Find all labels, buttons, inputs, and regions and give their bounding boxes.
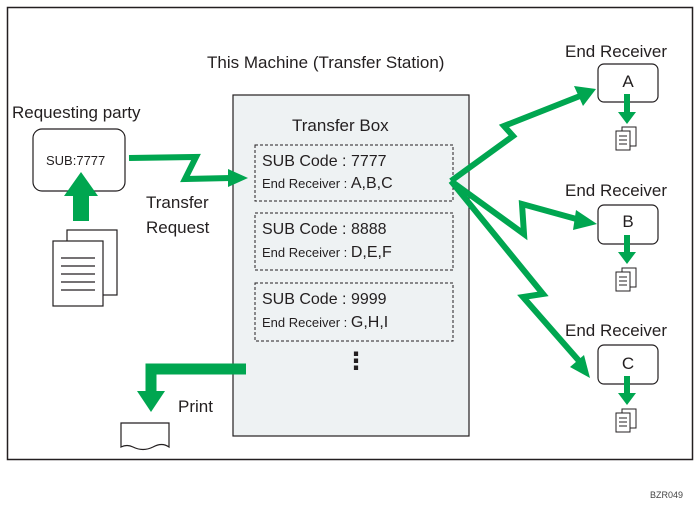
receiver-a-down-arrow <box>618 94 636 124</box>
figure-code: BZR049 <box>650 490 684 500</box>
more-entries-ellipsis: ⋮ <box>344 348 368 375</box>
entry-3-code: 9999 <box>350 291 387 308</box>
requesting-party-label: Requesting party <box>12 103 141 122</box>
entry-2-code: 8888 <box>350 221 387 238</box>
print-label: Print <box>178 397 213 416</box>
entry-3-code-line: SUB Code : 9999 <box>262 292 387 308</box>
end-receiver-c-letter: C <box>621 354 635 373</box>
receiver-b-down-arrow <box>618 235 636 264</box>
transfer-box-title: Transfer Box <box>292 116 389 135</box>
received-documents-c-icon <box>615 408 637 433</box>
fanout-arrow-a <box>449 86 596 184</box>
upload-arrow <box>64 172 98 221</box>
received-documents-b-icon <box>615 267 637 292</box>
entry-2-receiver-line: End Receiver : D,E,F <box>262 245 392 261</box>
end-receiver-c-label: End Receiver <box>565 321 668 340</box>
entry-1-code-line: SUB Code : 7777 <box>262 154 387 170</box>
entry-3-receiver-label: End Receiver : <box>262 315 351 330</box>
fanout-arrow-b <box>449 178 597 241</box>
end-receiver-a-label: End Receiver <box>565 42 668 61</box>
entry-3-code-label: SUB Code : <box>262 291 351 308</box>
fanout-arrow-c <box>448 179 590 378</box>
entry-1-code-label: SUB Code : <box>262 153 351 170</box>
print-arrow <box>137 363 246 412</box>
source-documents-icon <box>52 229 118 307</box>
entry-1-receivers: A,B,C <box>350 175 393 192</box>
received-documents-a-icon <box>615 126 637 151</box>
printed-paper-icon <box>120 422 170 451</box>
entry-1-receiver-label: End Receiver : <box>262 176 351 191</box>
entry-1-code: 7777 <box>350 153 387 170</box>
end-receiver-a-letter: A <box>622 72 634 91</box>
entry-2-code-line: SUB Code : 8888 <box>262 222 387 238</box>
entry-2-code-label: SUB Code : <box>262 221 351 238</box>
entry-box-2 <box>254 212 454 271</box>
end-receiver-b-label: End Receiver <box>565 181 668 200</box>
receiver-c-down-arrow <box>618 376 636 405</box>
end-receiver-b-letter: B <box>622 212 634 231</box>
entry-3-receivers: G,H,I <box>350 314 389 331</box>
entry-1-receiver-line: End Receiver : A,B,C <box>262 176 393 192</box>
transfer-station-box <box>232 94 470 437</box>
transfer-request-arrow <box>128 153 248 187</box>
entry-3-receiver-line: End Receiver : G,H,I <box>262 315 388 331</box>
transfer-request-line1: Transfer <box>146 193 209 212</box>
transfer-request-line2: Request <box>146 218 210 237</box>
machine-title: This Machine (Transfer Station) <box>207 53 445 72</box>
entry-2-receiver-label: End Receiver : <box>262 245 351 260</box>
entry-box-3 <box>254 282 454 342</box>
entry-box-1 <box>254 144 454 202</box>
entry-2-receivers: D,E,F <box>350 244 392 261</box>
requesting-party-sub: SUB:7777 <box>46 153 106 168</box>
